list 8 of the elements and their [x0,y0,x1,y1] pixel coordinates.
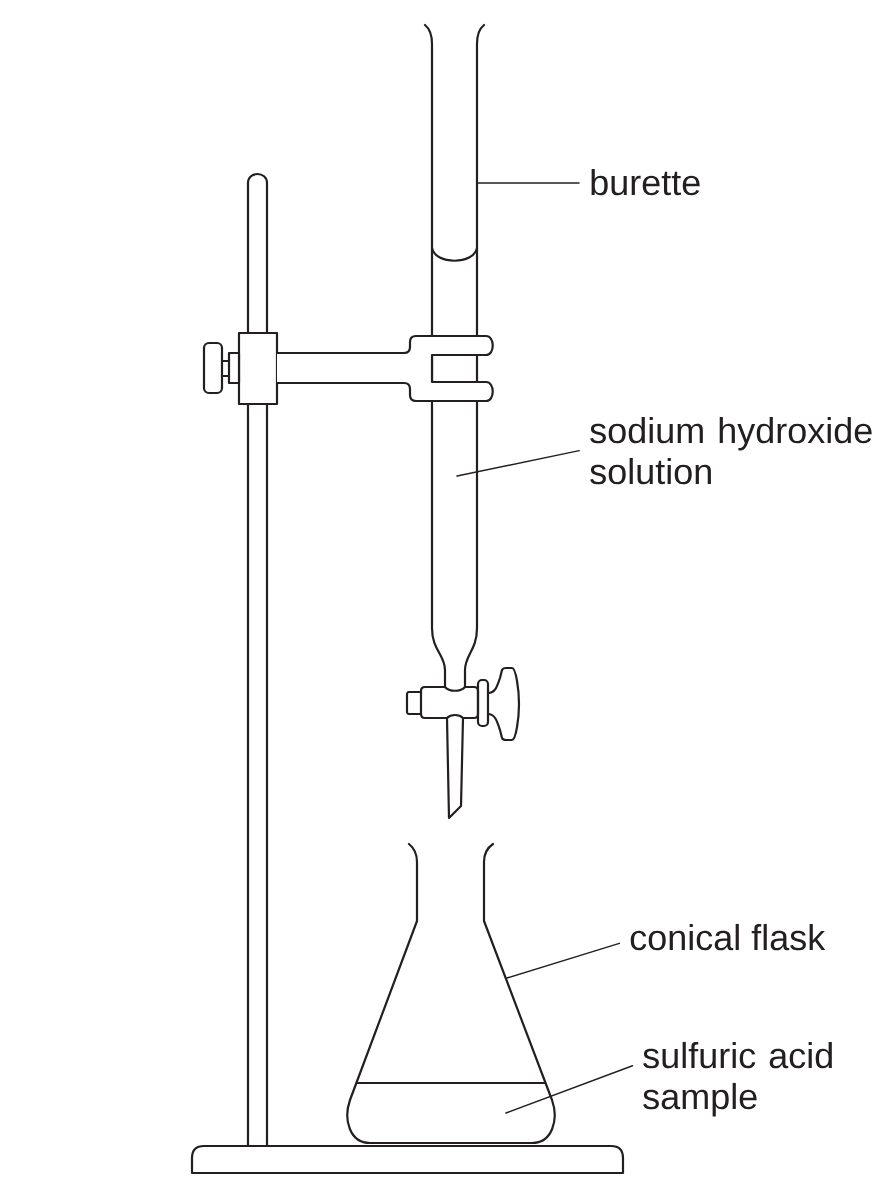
leader-line [456,449,580,477]
part-label: sodium hydroxide solution [590,416,872,485]
leader-line [505,1065,634,1114]
part-label: conical flask [630,923,826,951]
leader-line [477,182,580,184]
part-label: burette [591,168,700,196]
leader-line [506,942,621,979]
part-label: sulfuric acid sample [643,1041,832,1117]
